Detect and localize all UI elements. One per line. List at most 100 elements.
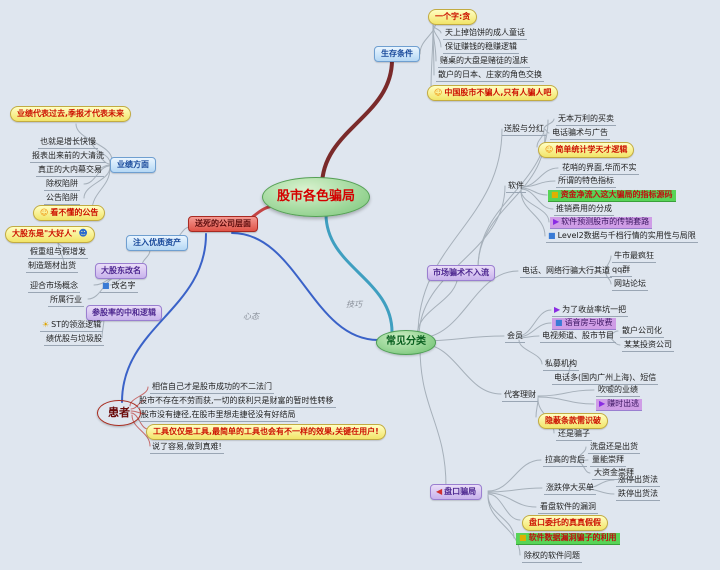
node-label: 无本万利的买卖 [558, 114, 614, 123]
p4-node[interactable]: 除权陷阱 [44, 179, 80, 191]
s-ui-node[interactable]: 花哨的界面,华而不实 [560, 163, 639, 175]
divid-node[interactable]: 送股与分红 [502, 124, 546, 136]
node-label: 业绩方面 [117, 160, 149, 169]
r1-node[interactable]: 迎合市场概念 [28, 281, 80, 293]
lt1-node[interactable]: 业绩代表过去,季报才代表未来 [10, 106, 132, 122]
m1-node[interactable]: ▶为了收益率坑一把 [552, 305, 629, 317]
k6-node[interactable]: 除权的软件问题 [522, 551, 582, 563]
connector-path [93, 164, 111, 171]
member-node[interactable]: 会员 [505, 331, 525, 343]
boss-node[interactable]: 大股东是"大好人"☻ [5, 226, 95, 244]
k2a-node[interactable]: 涨停出货法 [616, 475, 660, 487]
inject-node[interactable]: 注入优质资产 [126, 235, 188, 251]
agent-node[interactable]: 代客理财 [502, 390, 538, 402]
q2-node[interactable]: 股市不存在不劳而获,一切的获利只是财富的暂时性转移 [137, 396, 336, 408]
p6-node[interactable]: ☺看不懂的公告 [33, 205, 106, 221]
m2-node[interactable]: ■语音房与收费 [552, 318, 616, 330]
connector-path [537, 396, 595, 405]
pm-node[interactable]: 私募机构 [543, 359, 579, 371]
bull-node[interactable]: 牛市最疯狂 [612, 251, 656, 263]
common-node[interactable]: 常见分类 [376, 330, 436, 355]
node-label: 大资金崇拜 [594, 468, 634, 477]
qq-node[interactable]: qq群 [610, 265, 633, 277]
web-node[interactable]: 网站论坛 [612, 279, 648, 291]
q4-node[interactable]: 工具仅仅是工具,最简单的工具也会有不一样的效果,关键在用户! [146, 424, 386, 440]
logic-node[interactable]: 参股率的中和逻辑 [86, 305, 162, 321]
connector-path [577, 446, 587, 461]
node-label: 也就是增长快慢 [40, 137, 96, 146]
blue-square-icon: ■ [548, 231, 556, 240]
connector-path [577, 459, 589, 462]
rename-node[interactable]: 大股东改名 [95, 263, 147, 279]
g3-node[interactable]: 赌桌的大盘是赌徒的温床 [438, 56, 530, 68]
l2-node[interactable]: 绩优股与垃圾股 [44, 334, 104, 346]
b2-node[interactable]: 制造题材出货 [26, 261, 78, 273]
pm1-node[interactable]: 电话多(国内广州上海)、短信 [552, 373, 659, 385]
r3-node[interactable]: 所属行业 [48, 295, 84, 307]
k1-node[interactable]: 拉高的背后 [543, 455, 587, 467]
g5-node[interactable]: ☺中国股市不骗人,只有人骗人吧 [427, 85, 559, 101]
node-label: 网站论坛 [614, 279, 646, 288]
k4-node[interactable]: 盘口委托的真真假假 [522, 515, 608, 531]
l1-node[interactable]: ☀ST的领涨逻辑 [40, 320, 104, 332]
s-feat-node[interactable]: 所谓的特色指标 [556, 176, 616, 188]
node-label: 资金净流入这大骗局的指标源码 [560, 190, 673, 199]
yellow-square-icon: ■ [551, 190, 559, 199]
a2-node[interactable]: ▶赚时出逃 [596, 399, 643, 411]
g1-node[interactable]: 天上掉馅饼的成人童话 [443, 28, 527, 40]
k5-node[interactable]: ■软件数据漏洞骗子的利用 [516, 533, 620, 545]
g4-node[interactable]: 散户的日本、庄家的角色交换 [436, 70, 544, 82]
k1a-node[interactable]: 洗盘还是出货 [588, 442, 640, 454]
connector-path [83, 166, 111, 199]
s-l2-node[interactable]: ■Level2数据与千档行情的实用性与局限 [546, 231, 698, 243]
connector-path [121, 233, 207, 403]
node-label: 涨跌停大买单 [546, 483, 594, 492]
connector-path [324, 212, 394, 334]
perf-node[interactable]: 业绩方面 [110, 157, 156, 173]
deadco-node[interactable]: 送死的公司层面 [188, 216, 258, 232]
node-label: 盘口委托的真真假假 [529, 518, 601, 527]
k2-node[interactable]: 涨跌停大买单 [544, 483, 596, 495]
le1-node[interactable]: 无本万利的买卖 [556, 114, 616, 126]
q5-node[interactable]: 说了容易,做到真难! [150, 442, 224, 454]
center-node[interactable]: 股市各色骗局 [262, 177, 371, 218]
connector-path [605, 272, 612, 285]
g2-node[interactable]: 保证赚钱的稳赚逻辑 [443, 42, 519, 54]
node-label: 盘口骗局 [444, 487, 477, 496]
node-label: 天上掉馅饼的成人童话 [445, 28, 525, 37]
pk-node[interactable]: ◀盘口骗局 [430, 484, 483, 500]
a3-node[interactable]: 隐蔽条款需识破 [538, 413, 608, 429]
tv-node[interactable]: 电视频道、股市节目 [540, 331, 616, 343]
s-flow-node[interactable]: ■资金净流入这大骗局的指标源码 [548, 190, 676, 202]
tv1-node[interactable]: 散户公司化 [620, 326, 664, 338]
b1-node[interactable]: 假重组与假增发 [28, 247, 88, 259]
k3-node[interactable]: 看盘软件的漏洞 [538, 502, 598, 514]
r2-node[interactable]: ■改名字 [100, 281, 138, 293]
a4-node[interactable]: 还是骗子 [556, 429, 592, 441]
p2-node[interactable]: 报表出来前的大清洗 [30, 151, 106, 163]
q3-node[interactable]: 股市没有捷径,在股市里想走捷径没有好结局 [139, 410, 298, 422]
le2-node[interactable]: 电话骗术与广告 [550, 128, 610, 140]
connector-path [477, 133, 546, 269]
le3-node[interactable]: ☺简单统计学天才逻辑 [538, 142, 635, 158]
survival-node[interactable]: 生存条件 [374, 46, 420, 62]
p1-node[interactable]: 也就是增长快慢 [38, 137, 98, 149]
k2b-node[interactable]: 跌停出货法 [616, 489, 660, 501]
s-fee-node[interactable]: 推销费用的分成 [554, 204, 614, 216]
greed-node[interactable]: 一个字:贪 [428, 9, 478, 25]
lowend-node[interactable]: 市场骗术不入流 [427, 265, 495, 281]
a1-node[interactable]: 吹嘘的业绩 [596, 385, 640, 397]
connector-path [418, 270, 519, 339]
software-node[interactable]: 软件 [506, 181, 526, 193]
p5-node[interactable]: 公告陷阱 [44, 193, 80, 205]
node-label: 代客理财 [504, 390, 536, 399]
k1c-node[interactable]: 大资金崇拜 [592, 468, 636, 480]
patient-node[interactable]: 患者 [97, 400, 141, 426]
tv2-node[interactable]: 某某投资公司 [622, 340, 674, 352]
s-mlm-node[interactable]: ▶软件预测股市的传销套路 [550, 217, 653, 229]
connector-path [419, 346, 447, 488]
k1b-node[interactable]: 量能崇拜 [590, 455, 626, 467]
q1-node[interactable]: 相信自己才是股市成功的不二法门 [150, 382, 274, 394]
p3-node[interactable]: 真正的大内幕交易 [36, 165, 104, 177]
phone-node[interactable]: 电话、网络行骗大行其道 [520, 266, 612, 278]
